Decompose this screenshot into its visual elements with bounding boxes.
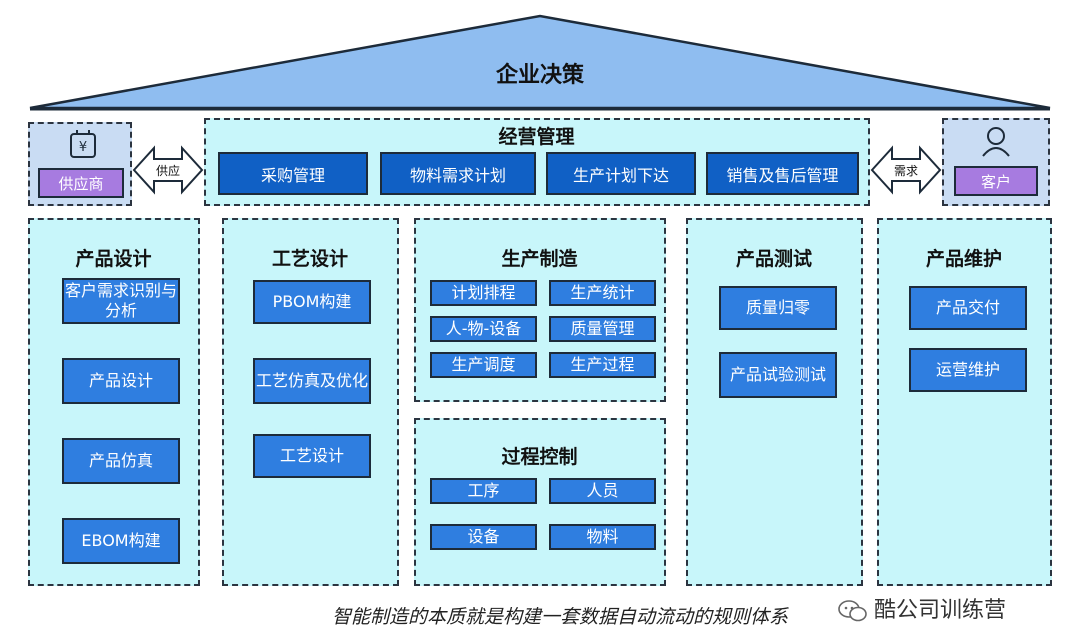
yen-box-icon: ¥ bbox=[70, 130, 96, 158]
product-design-button[interactable]: 产品设计 bbox=[62, 358, 180, 404]
process-control-panel: 过程控制 工序 人员 设备 物料 bbox=[414, 418, 666, 586]
product-test-panel: 产品测试 质量归零 产品试验测试 bbox=[686, 218, 863, 586]
manufacturing-panel: 生产制造 计划排程 生产统计 人-物-设备 质量管理 生产调度 生产过程 bbox=[414, 218, 666, 402]
product-design-panel: 产品设计 客户需求识别与分析 产品设计 产品仿真 EBOM构建 bbox=[28, 218, 200, 586]
people-material-equipment-button[interactable]: 人-物-设备 bbox=[430, 316, 537, 342]
product-simulation-button[interactable]: 产品仿真 bbox=[62, 438, 180, 484]
purchase-management-button[interactable]: 采购管理 bbox=[218, 152, 368, 195]
product-design-title: 产品设计 bbox=[75, 248, 152, 270]
operations-maintenance-button[interactable]: 运营维护 bbox=[909, 348, 1027, 392]
dispatch-button[interactable]: 生产调度 bbox=[430, 352, 537, 378]
supply-double-arrow bbox=[132, 145, 204, 195]
management-panel: 经营管理 采购管理 物料需求计划 生产计划下达 销售及售后管理 bbox=[204, 118, 870, 206]
manufacturing-title: 生产制造 bbox=[501, 248, 578, 270]
process-design-button[interactable]: 工艺设计 bbox=[253, 434, 371, 478]
demand-double-arrow bbox=[870, 145, 942, 195]
production-process-button[interactable]: 生产过程 bbox=[549, 352, 656, 378]
pbom-button[interactable]: PBOM构建 bbox=[253, 280, 371, 324]
process-design-panel: 工艺设计 PBOM构建 工艺仿真及优化 工艺设计 bbox=[222, 218, 399, 586]
ebom-button[interactable]: EBOM构建 bbox=[62, 518, 180, 564]
customer-panel: 客户 bbox=[942, 118, 1050, 206]
product-delivery-button[interactable]: 产品交付 bbox=[909, 286, 1027, 330]
quality-management-button[interactable]: 质量管理 bbox=[549, 316, 656, 342]
material-requirement-button[interactable]: 物料需求计划 bbox=[380, 152, 536, 195]
supply-label: 供应 bbox=[155, 164, 180, 178]
personnel-button[interactable]: 人员 bbox=[549, 478, 656, 504]
customer-needs-button[interactable]: 客户需求识别与分析 bbox=[62, 278, 180, 324]
sales-aftersales-button[interactable]: 销售及售后管理 bbox=[706, 152, 859, 195]
roof-triangle bbox=[29, 14, 1051, 111]
user-icon bbox=[982, 127, 1010, 157]
process-design-title: 工艺设计 bbox=[271, 248, 348, 270]
svg-text:¥: ¥ bbox=[79, 140, 87, 155]
watermark-text: 酷公司训练营 bbox=[874, 598, 1007, 623]
wechat-icon bbox=[838, 600, 867, 622]
product-test-title: 产品测试 bbox=[735, 248, 812, 270]
watermark: 酷公司训练营 bbox=[838, 596, 1068, 626]
demand-label: 需求 bbox=[893, 164, 918, 178]
process-control-title: 过程控制 bbox=[501, 446, 578, 468]
material-button[interactable]: 物料 bbox=[549, 524, 656, 550]
product-maintenance-title: 产品维护 bbox=[925, 248, 1002, 270]
production-stats-button[interactable]: 生产统计 bbox=[549, 280, 656, 306]
customer-label: 客户 bbox=[954, 166, 1038, 196]
supplier-panel: ¥ 供应商 bbox=[28, 122, 132, 206]
operation-button[interactable]: 工序 bbox=[430, 478, 537, 504]
production-plan-button[interactable]: 生产计划下达 bbox=[546, 152, 696, 195]
product-maintenance-panel: 产品维护 产品交付 运营维护 bbox=[877, 218, 1052, 586]
diagram-caption: 智能制造的本质就是构建一套数据自动流动的规则体系 bbox=[331, 606, 788, 628]
management-title: 经营管理 bbox=[498, 126, 575, 148]
supplier-label: 供应商 bbox=[38, 168, 124, 198]
roof-title: 企业决策 bbox=[495, 63, 584, 88]
product-testing-button[interactable]: 产品试验测试 bbox=[719, 352, 837, 398]
schedule-button[interactable]: 计划排程 bbox=[430, 280, 537, 306]
quality-zero-button[interactable]: 质量归零 bbox=[719, 286, 837, 330]
equipment-button[interactable]: 设备 bbox=[430, 524, 537, 550]
process-simulation-button[interactable]: 工艺仿真及优化 bbox=[253, 358, 371, 404]
